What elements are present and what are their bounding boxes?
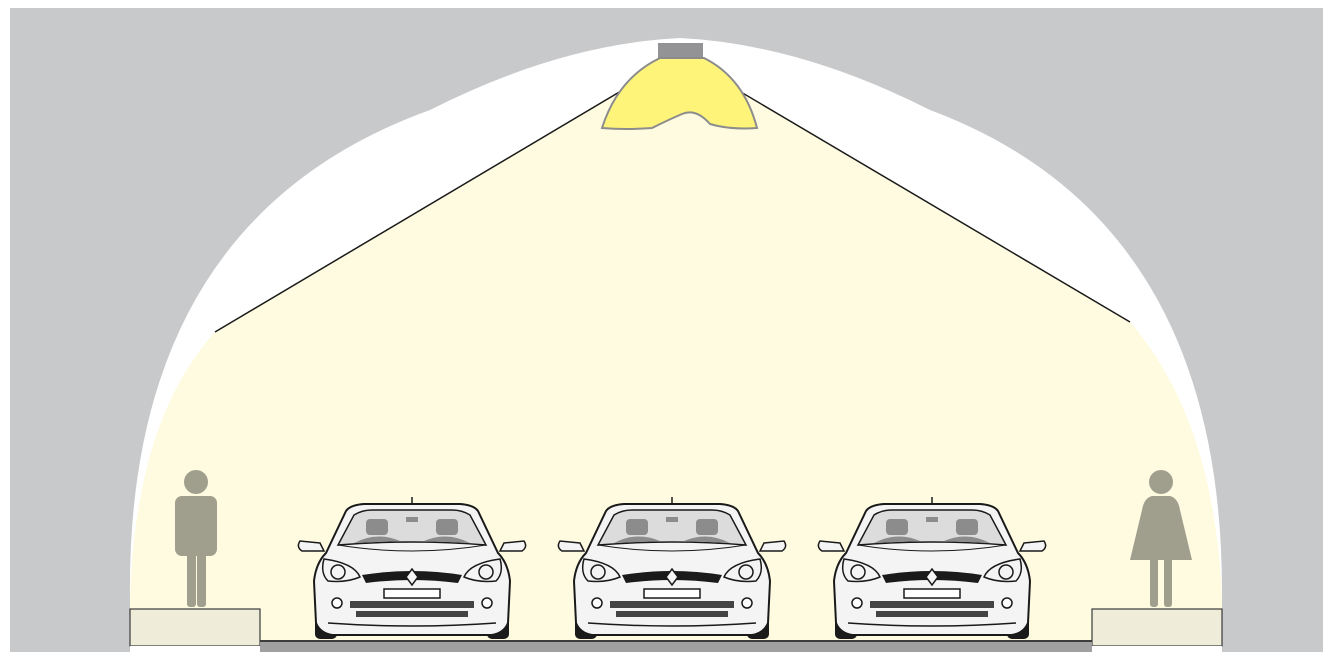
man-icon — [175, 470, 217, 607]
light-boundary-right — [679, 55, 1131, 323]
ceiling-luminaire — [600, 43, 759, 130]
road-surface — [260, 640, 1092, 652]
sidewalk-left — [129, 608, 261, 647]
sidewalk-right — [1091, 608, 1223, 647]
light-distribution — [600, 57, 759, 130]
woman-icon — [1130, 470, 1192, 607]
sidewalk-left-base — [130, 646, 260, 652]
light-cone — [130, 56, 1222, 646]
light-boundary-left — [214, 55, 681, 333]
sidewalk-right-base — [1092, 646, 1222, 652]
luminaire-housing — [658, 43, 703, 59]
